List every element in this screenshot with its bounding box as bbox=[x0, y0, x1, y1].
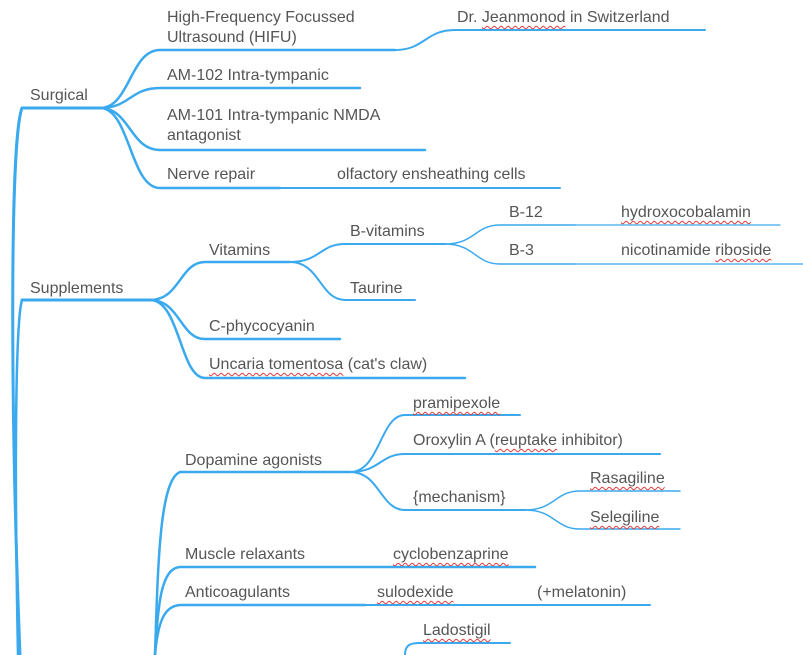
edge-trunk-anticoag bbox=[153, 603, 367, 655]
nicotinamide-text: nicotinamide bbox=[621, 242, 716, 259]
node-surgical[interactable]: Surgical bbox=[30, 87, 88, 104]
node-c-phycocyanin[interactable]: C-phycocyanin bbox=[209, 318, 315, 335]
edge-vit-bvit bbox=[289, 243, 446, 263]
edge-dop-oroxylin bbox=[349, 453, 661, 473]
edge-dop-mechanism bbox=[349, 471, 526, 511]
node-muscle-relaxants[interactable]: Muscle relaxants bbox=[185, 546, 306, 563]
node-mechanism[interactable]: {mechanism} bbox=[413, 489, 506, 506]
node-dopamine-agonists[interactable]: Dopamine agonists bbox=[185, 452, 322, 469]
node-nerve-repair[interactable]: Nerve repair bbox=[167, 166, 256, 183]
edge-bvit-b12 bbox=[444, 224, 576, 245]
node-cyclobenzaprine[interactable]: cyclobenzaprine bbox=[393, 545, 509, 565]
edge-hifu-jeanmonod bbox=[394, 29, 706, 51]
oroxylin-text-a: Oroxylin A ( bbox=[413, 432, 495, 449]
oroxylin-text-b: reuptake bbox=[494, 432, 558, 449]
edge-surgical-hifu bbox=[98, 48, 397, 110]
node-pramipexole[interactable]: pramipexole bbox=[413, 394, 500, 414]
node-melatonin[interactable]: (+melatonin) bbox=[537, 584, 627, 601]
jeanmonod-prefix: Dr. bbox=[457, 9, 482, 26]
node-anticoagulants[interactable]: Anticoagulants bbox=[185, 584, 290, 601]
edge-dop-pramipexole bbox=[349, 414, 521, 473]
oroxylin-text-c: inhibitor) bbox=[557, 432, 623, 449]
edge-surgical-nerve bbox=[98, 106, 282, 190]
node-hydroxocobalamin[interactable]: hydroxocobalamin bbox=[621, 203, 751, 223]
node-rasagiline[interactable]: Rasagiline bbox=[590, 469, 665, 489]
node-b3[interactable]: B-3 bbox=[509, 242, 534, 259]
node-b-vitamins[interactable]: B-vitamins bbox=[350, 223, 425, 240]
trunk-supplements bbox=[14, 298, 24, 655]
edge-surgical-am102 bbox=[98, 86, 362, 110]
edge-mech-selegiline bbox=[524, 509, 681, 530]
node-selegiline[interactable]: Selegiline bbox=[590, 508, 659, 528]
pramipexole-text: pramipexole bbox=[413, 395, 501, 412]
edge-bvit-b3 bbox=[444, 243, 576, 265]
jeanmonod-name: Jeanmonod bbox=[481, 9, 566, 26]
edge-supp-uncaria bbox=[148, 298, 467, 380]
edge-trunk-dopamine bbox=[153, 470, 352, 655]
rasagiline-text: Rasagiline bbox=[590, 470, 665, 487]
node-am102[interactable]: AM-102 Intra-tympanic bbox=[167, 67, 329, 84]
node-uncaria[interactable]: Uncaria tomentosa (cat's claw) bbox=[209, 355, 427, 375]
cats-claw-text: (cat's claw) bbox=[343, 356, 428, 373]
edge-supp-vitamins bbox=[148, 260, 292, 302]
node-jeanmonod[interactable]: Dr. Jeanmonod in Switzerland bbox=[457, 8, 670, 28]
node-nicotinamide-riboside[interactable]: nicotinamide riboside bbox=[621, 241, 771, 261]
node-hifu[interactable]: High-Frequency Focussed Ultrasound (HIFU… bbox=[167, 9, 355, 46]
node-vitamins[interactable]: Vitamins bbox=[209, 242, 271, 259]
riboside-text: riboside bbox=[715, 242, 772, 259]
ladostigil-text: Ladostigil bbox=[423, 622, 491, 639]
edge-trunk-muscle bbox=[153, 565, 537, 655]
cyclobenzaprine-text: cyclobenzaprine bbox=[393, 546, 509, 563]
node-b12[interactable]: B-12 bbox=[509, 204, 543, 221]
node-taurine[interactable]: Taurine bbox=[350, 280, 403, 297]
selegiline-text: Selegiline bbox=[590, 509, 660, 526]
node-sulodexide[interactable]: sulodexide bbox=[377, 583, 454, 603]
node-oroxylin-a[interactable]: Oroxylin A (reuptake inhibitor) bbox=[413, 431, 623, 451]
edge-ladostigil bbox=[404, 642, 511, 655]
edge-vit-taurine bbox=[289, 261, 416, 301]
hydroxocobalamin-text: hydroxocobalamin bbox=[621, 204, 751, 221]
uncaria-tomentosa-text: Uncaria tomentosa bbox=[209, 356, 344, 373]
node-am101[interactable]: AM-101 Intra-tympanic NMDA antagonist bbox=[167, 107, 381, 144]
sulodexide-text: sulodexide bbox=[377, 584, 454, 601]
node-supplements[interactable]: Supplements bbox=[30, 280, 124, 297]
jeanmonod-suffix: in Switzerland bbox=[565, 9, 670, 26]
node-olfactory[interactable]: olfactory ensheathing cells bbox=[337, 166, 526, 183]
edge-mech-rasagiline bbox=[524, 490, 681, 511]
node-ladostigil[interactable]: Ladostigil bbox=[423, 621, 491, 641]
